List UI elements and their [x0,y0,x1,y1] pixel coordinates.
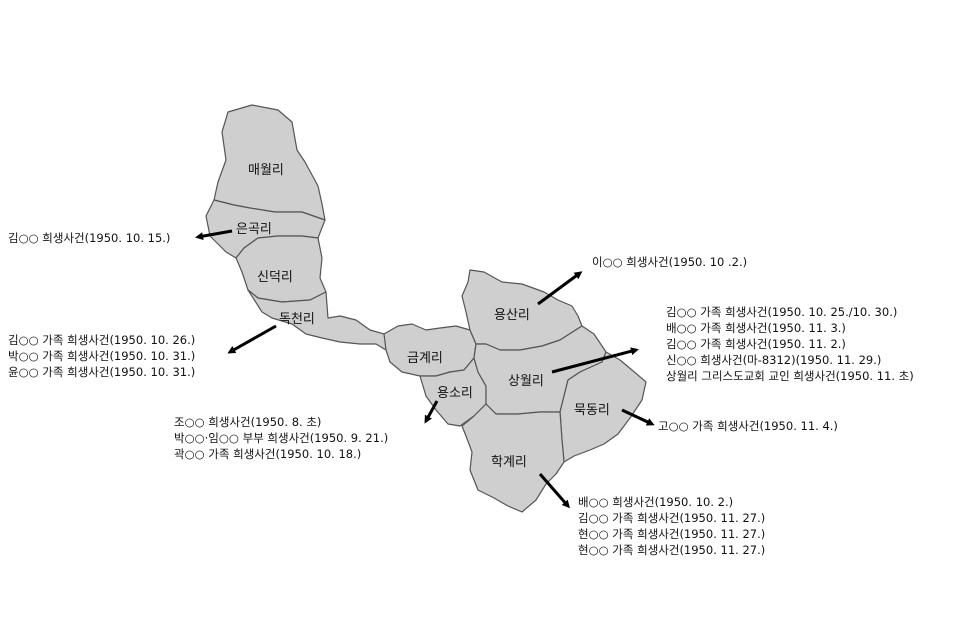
label-maewol: 매월리 [248,163,284,178]
arrow-eungok [195,229,233,241]
incident-list-dokcheon: 김○○ 가족 희생사건(1950. 10. 26.) 박○○ 가족 희생사건(1… [8,332,195,380]
incident-item: 현○○ 가족 희생사건(1950. 11. 27.) [578,543,766,557]
incident-list-mukdong: 고○○ 가족 희생사건(1950. 11. 4.) [658,418,838,434]
arrow-yongsan [537,271,583,306]
label-yongsan: 용산리 [494,308,530,323]
incident-item: 상월리 그리스도교회 교인 희생사건(1950. 11. 초) [666,369,914,383]
incident-item: 곽○○ 가족 희생사건(1950. 10. 18.) [174,447,362,461]
incident-item: 신○○ 희생사건(마-8312)(1950. 11. 29.) [666,353,882,367]
region-geumgye [383,323,477,377]
incident-list-sangwol: 김○○ 가족 희생사건(1950. 10. 25./10. 30.) 배○○ 가… [666,304,914,384]
label-eungok: 은곡리 [236,222,272,237]
label-dokcheon: 독천리 [279,312,315,327]
incident-item: 박○○·임○○ 부부 희생사건(1950. 9. 21.) [174,431,389,445]
label-mukdong: 묵동리 [574,403,610,418]
incident-list-yongso: 조○○ 희생사건(1950. 8. 초) 박○○·임○○ 부부 희생사건(195… [174,414,388,462]
incident-item: 김○○ 가족 희생사건(1950. 11. 2.) [666,337,846,351]
incident-item: 조○○ 희생사건(1950. 8. 초) [174,415,322,429]
incident-item: 배○○ 가족 희생사건(1950. 11. 3.) [666,321,846,335]
region-hakgye [461,403,565,513]
incident-item: 김○○ 가족 희생사건(1950. 11. 27.) [578,511,766,525]
incident-list-hakgye: 배○○ 희생사건(1950. 10. 2.) 김○○ 가족 희생사건(1950.… [578,494,765,558]
label-sangwol: 상월리 [508,374,544,389]
incident-list-yongsan: 이○○ 희생사건(1950. 10 .2.) [592,254,747,270]
incident-item: 김○○ 가족 희생사건(1950. 10. 26.) [8,333,196,347]
label-hakgye: 학계리 [491,455,527,470]
arrow-mukdong [621,408,655,426]
incident-item: 고○○ 가족 희생사건(1950. 11. 4.) [658,419,838,433]
arrow-sangwol [551,347,639,374]
incident-item: 김○○ 가족 희생사건(1950. 10. 25./10. 30.) [666,305,898,319]
incident-item: 배○○ 희생사건(1950. 10. 2.) [578,495,734,509]
incident-item: 박○○ 가족 희생사건(1950. 10. 31.) [8,349,196,363]
region-mukdong [559,351,647,463]
arrow-hakgye [538,473,570,509]
incident-item: 이○○ 희생사건(1950. 10 .2.) [592,255,748,269]
incident-list-eungok: 김○○ 희생사건(1950. 10. 15.) [8,230,170,246]
incident-item: 윤○○ 가족 희생사건(1950. 10. 31.) [8,365,196,379]
arrow-dokcheon [227,324,277,354]
label-sindeok: 신덕리 [257,270,293,285]
incident-item: 현○○ 가족 희생사건(1950. 11. 27.) [578,527,766,541]
label-yongso: 용소리 [437,386,473,401]
incident-item: 김○○ 희생사건(1950. 10. 15.) [8,231,171,245]
label-geumgye: 금계리 [407,351,443,366]
arrow-yongso [424,400,439,424]
